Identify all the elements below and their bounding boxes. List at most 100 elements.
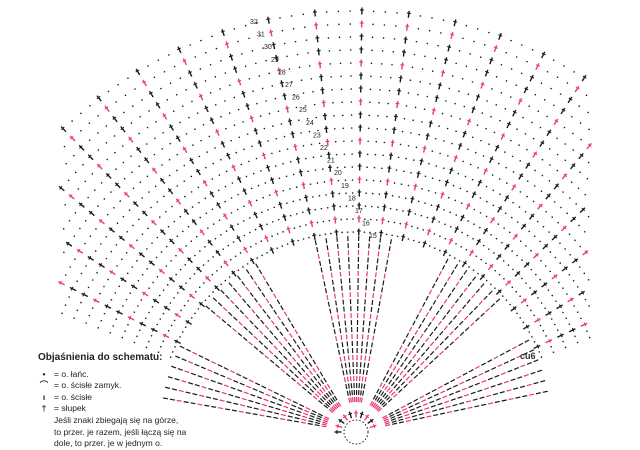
chain-dot: [74, 171, 77, 174]
stitch-bar: [498, 34, 503, 37]
stitch-mark: [194, 383, 200, 387]
chain-dot: [242, 220, 245, 222]
stitch-mark: [264, 355, 270, 360]
stitch-bar: [99, 262, 103, 267]
stitch-mark: [275, 325, 280, 331]
stitch-mark: [410, 335, 415, 341]
stitch-mark: [209, 190, 215, 198]
stitch-mark: [259, 414, 265, 417]
stitch-mark: [407, 208, 411, 216]
chain-dot: [167, 329, 170, 332]
stitch-mark: [165, 386, 171, 389]
chain-dot: [575, 203, 578, 205]
stitch-mark: [567, 96, 573, 104]
chain-dot: [177, 292, 179, 294]
stitch-mark: [483, 387, 490, 390]
stitch-mark: [515, 396, 521, 399]
chain-dot: [502, 260, 505, 262]
stitch-bar: [214, 285, 219, 290]
chain-dot: [161, 148, 164, 150]
chain-dot: [342, 127, 345, 130]
stitch-mark: [405, 332, 410, 338]
chain-dot: [465, 249, 468, 251]
chain-dot: [372, 23, 374, 26]
stitch-bar: [189, 293, 193, 298]
stitch-mark: [474, 405, 480, 408]
stitch-mark: [229, 370, 235, 374]
stitch-mark: [480, 283, 485, 288]
stitch-mark: [194, 363, 200, 367]
chain-dot: [73, 317, 75, 319]
stitch-mark: [167, 376, 173, 379]
chain-dot: [540, 302, 543, 304]
stitch-mark: [449, 330, 454, 336]
chain-dot: [64, 204, 67, 206]
stitch-mark: [453, 155, 458, 163]
stitch-mark: [380, 391, 385, 397]
stitch-mark: [522, 395, 528, 398]
stitch-mark: [321, 274, 325, 280]
chain-dot: [194, 312, 196, 315]
stitch-mark: [286, 397, 292, 401]
chain-dot: [471, 81, 474, 83]
stitch-mark: [127, 316, 135, 321]
chain-dot: [387, 220, 390, 223]
stitch-mark: [412, 353, 417, 359]
chain-dot: [435, 165, 438, 167]
stitch-mark: [239, 382, 245, 386]
stitch-mark: [304, 383, 310, 388]
chain-dot: [352, 205, 354, 207]
stitch-mark: [432, 107, 436, 115]
stitch-mark: [387, 252, 390, 259]
chain-dot: [122, 215, 125, 218]
stitch-mark: [338, 418, 345, 425]
stitch-mark: [301, 367, 306, 373]
chain-dot: [183, 180, 186, 182]
stitch-bar: [462, 131, 467, 135]
chain-dot: [380, 76, 382, 78]
stitch-mark: [167, 187, 174, 195]
stitch-mark: [189, 157, 195, 165]
chain-dot: [243, 205, 245, 208]
legend-item-text: = o. łańc.: [54, 368, 89, 379]
stitch-mark: [510, 378, 516, 382]
stitch-mark: [386, 178, 389, 186]
chain-dot: [401, 130, 404, 133]
stitch-mark: [250, 393, 256, 397]
slip-stitch-closing-icon: ⌒: [39, 380, 49, 391]
chain-dot: [258, 75, 261, 77]
chain-dot: [438, 179, 441, 182]
chain-dot: [339, 62, 342, 65]
stitch-bar: [512, 110, 517, 114]
stitch-mark: [305, 406, 311, 411]
stitch-mark: [470, 322, 475, 327]
stitch-mark: [108, 227, 115, 233]
chain-dot: [441, 112, 444, 115]
stitch-mark: [399, 75, 402, 83]
stitch-mark: [449, 167, 453, 175]
stitch-mark: [465, 202, 471, 210]
chain-dot: [162, 289, 165, 291]
chain-dot: [269, 194, 271, 196]
chain-dot: [325, 194, 327, 196]
chain-dot: [428, 189, 430, 192]
stitch-mark: [512, 233, 519, 240]
chain-dot: [161, 164, 163, 166]
chain-dot: [277, 218, 280, 221]
chain-dot: [459, 118, 461, 120]
stitch-bar: [274, 56, 279, 59]
stitch-mark: [415, 314, 419, 320]
stitch-bar: [401, 235, 406, 238]
stitch-bar: [249, 258, 254, 262]
chain-dot: [277, 110, 280, 113]
chain-dot: [572, 149, 575, 151]
stitch-bar: [372, 424, 376, 429]
stitch-mark: [342, 348, 345, 355]
chain-dot: [195, 235, 198, 238]
stitch-mark: [529, 393, 535, 396]
stitch-mark: [317, 253, 320, 259]
chain-dot: [166, 99, 169, 101]
stitch-mark: [514, 270, 521, 277]
stitch-mark: [240, 404, 246, 407]
chain-dot: [566, 82, 569, 84]
